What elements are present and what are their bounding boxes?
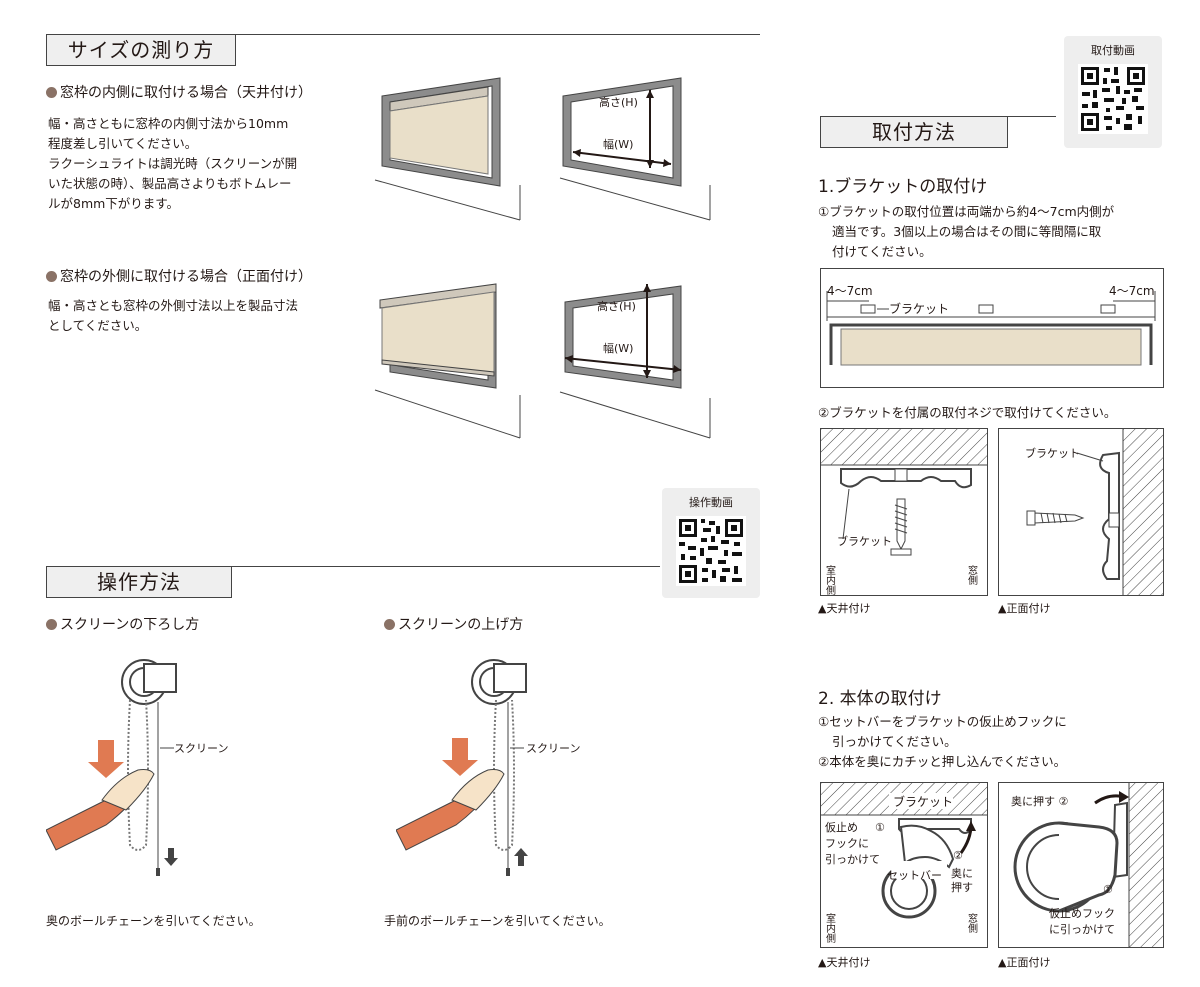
install-qr-label: 取付動画 <box>1091 44 1135 57</box>
bullet-dot <box>46 619 57 630</box>
dim-right-label: 4～7cm <box>1109 284 1155 298</box>
front-hook-label-2: に引っかけて <box>1049 922 1115 936</box>
lower-heading: スクリーンの下ろし方 <box>46 614 199 634</box>
size-section-title: サイズの測り方 <box>46 34 236 66</box>
ceiling-bracket-label: ブラケット <box>837 534 892 548</box>
front-num1-label: ① <box>1103 883 1113 896</box>
lower-illustration: スクリーン <box>46 659 228 876</box>
bracket-front-figure: ブラケット <box>998 428 1164 596</box>
inside-blind-illustration <box>374 77 521 221</box>
outside-height-label: 高さ(H) <box>597 299 636 313</box>
inside-width-label: 幅(W) <box>603 138 633 151</box>
size-rule <box>234 34 760 35</box>
bracket-heading: 1.ブラケットの取付け <box>818 177 988 197</box>
operation-qr-box[interactable]: 操作動画 <box>662 488 760 598</box>
outside-text: 幅・高さとも窓枠の外側寸法以上を製品寸法 としてください。 <box>48 298 299 333</box>
raise-screen-label: スクリーン <box>526 742 580 755</box>
bullet-dot <box>384 619 395 630</box>
bracket-position-drawing: 4～7cm 4～7cm ブラケット <box>826 284 1156 366</box>
outside-width-label: 幅(W) <box>603 342 633 355</box>
body-bracket-label: ブラケット <box>893 794 953 809</box>
lower-caption: 奥のボールチェーンを引いてください。 <box>46 914 261 928</box>
qr-code-icon <box>676 516 746 586</box>
bracket-step1: ①ブラケットの取付位置は両端から約4～7cm内側が 適当です。3個以上の場合はそ… <box>818 204 1115 259</box>
install-section-title: 取付方法 <box>820 116 1008 148</box>
inside-heading: 窓枠の内側に取付ける場合（天井付け） <box>46 82 312 102</box>
operation-title-text: 操作方法 <box>97 570 181 594</box>
body-heading: 2. 本体の取付け <box>818 689 942 709</box>
push-label-2: 押す <box>951 880 973 894</box>
install-title-text: 取付方法 <box>872 120 956 144</box>
bracket-step2: ②ブラケットを付属の取付ネジで取付けてください。 <box>818 405 1117 420</box>
install-qr-box[interactable]: 取付動画 <box>1064 36 1162 148</box>
body-caption-ceiling: ▲天井付け <box>818 956 871 969</box>
bracket-ceiling-figure: ブラケット 室内側 窓側 <box>820 428 988 596</box>
body-front-drawing: 奥に押す ② ① 仮止めフック に引っかけて <box>1011 783 1163 947</box>
bullet-dot <box>46 87 57 98</box>
ceiling-indoor-label: 室内側 <box>824 564 836 595</box>
body-window-label: 窓側 <box>966 912 978 933</box>
ceiling-window-label: 窓側 <box>966 564 978 585</box>
setbar-label: セットバー <box>887 869 942 882</box>
ceiling-screw-drawing: ブラケット 室内側 窓側 <box>821 429 987 595</box>
operation-section-title: 操作方法 <box>46 566 232 598</box>
qr-code-icon <box>1078 64 1148 134</box>
body-steps: ①セットバーをブラケットの仮止めフックに 引っかけてください。 ②本体を奥にカチ… <box>818 714 1067 769</box>
raise-caption: 手前のボールチェーンを引いてください。 <box>384 914 611 928</box>
bracket-caption-ceiling: ▲天井付け <box>818 602 871 615</box>
outside-frame-measure: 高さ(H) 幅(W) <box>559 284 711 439</box>
install-rule <box>1006 116 1056 117</box>
front-screw-drawing: ブラケット <box>1025 429 1163 595</box>
operation-rule <box>230 566 660 567</box>
body-indoor-label: 室内側 <box>824 912 836 943</box>
body-caption-front: ▲正面付け <box>998 956 1051 969</box>
hook-label-3: 引っかけて <box>825 852 880 866</box>
bracket-caption-front: ▲正面付け <box>998 602 1051 615</box>
num1-label: ① <box>875 821 885 834</box>
front-bracket-label: ブラケット <box>1025 446 1080 460</box>
front-push-label: 奥に押す ② <box>1011 794 1068 808</box>
body-ceiling-figure: ブラケット セットバー 仮止め ① フックに 引っかけて ② 奥に 押す 室内側… <box>820 782 988 948</box>
inside-height-label: 高さ(H) <box>599 95 638 109</box>
num2-label: ② <box>953 849 963 862</box>
inside-frame-measure: 高さ(H) 幅(W) <box>559 77 711 221</box>
hook-label-2: フックに <box>825 837 869 850</box>
raise-illustration: スクリーン <box>396 659 580 876</box>
body-ceiling-drawing: ブラケット セットバー 仮止め ① フックに 引っかけて ② 奥に 押す 室内側… <box>821 783 987 943</box>
lower-screen-label: スクリーン <box>174 742 228 755</box>
push-label-1: 奥に <box>951 866 973 880</box>
front-hook-label-1: 仮止めフック <box>1049 907 1115 920</box>
dim-left-label: 4～7cm <box>827 284 873 298</box>
inside-text: 幅・高さともに窓枠の内側寸法から10mm 程度差し引いてください。 ラクーシュラ… <box>48 116 298 211</box>
outside-heading: 窓枠の外側に取付ける場合（正面付け） <box>46 266 312 286</box>
bracket-position-label: ブラケット <box>889 301 949 316</box>
hook-label-1: 仮止め <box>825 821 858 834</box>
outside-blind-illustration <box>374 283 521 439</box>
size-title-text: サイズの測り方 <box>67 38 215 62</box>
bullet-dot <box>46 271 57 282</box>
operation-qr-label: 操作動画 <box>689 496 733 509</box>
bracket-position-figure: 4～7cm 4～7cm ブラケット <box>820 268 1164 388</box>
raise-heading: スクリーンの上げ方 <box>384 614 523 634</box>
body-front-figure: 奥に押す ② ① 仮止めフック に引っかけて <box>998 782 1164 948</box>
